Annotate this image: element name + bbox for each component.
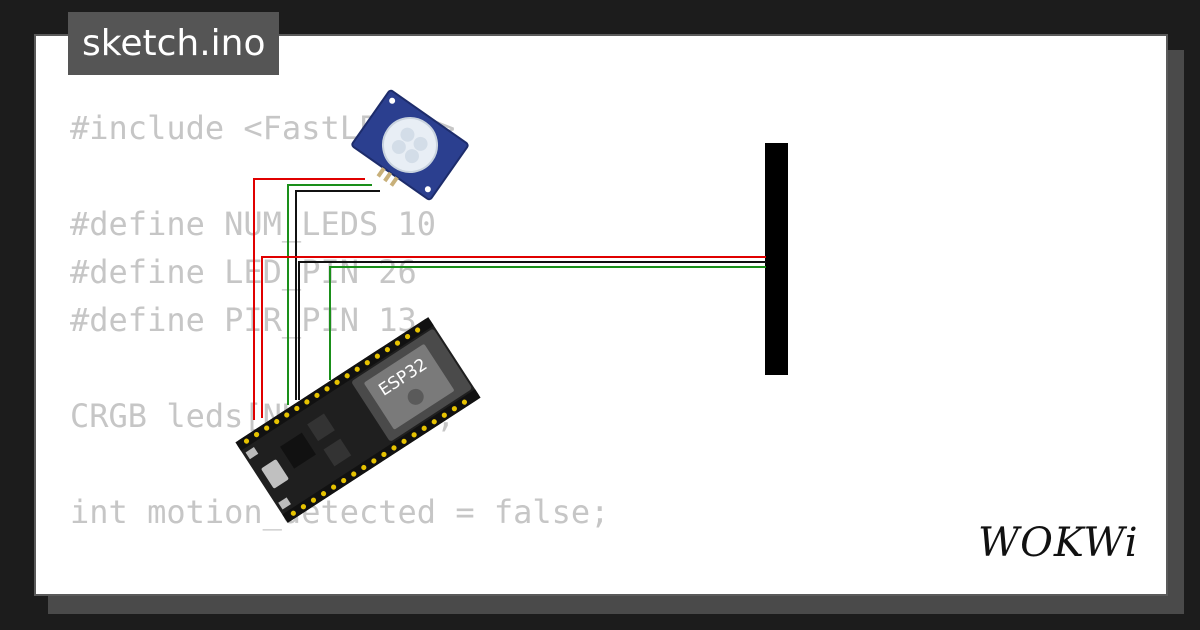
wire-pir-ground[interactable] xyxy=(295,190,380,400)
code-line: #define NUM_LEDS 10 xyxy=(70,205,437,243)
code-line: #define LED_PIN 26 xyxy=(70,253,417,291)
file-tab[interactable]: sketch.ino xyxy=(68,12,280,75)
wire-pir-signal[interactable] xyxy=(287,184,372,405)
wire-pir-power[interactable] xyxy=(253,178,365,420)
wire-strip-data[interactable] xyxy=(329,266,766,380)
wokwi-logo: WOKWi xyxy=(978,520,1139,566)
led-strip[interactable] xyxy=(765,143,788,375)
wire-strip-power[interactable] xyxy=(261,256,766,418)
wire-strip-ground[interactable] xyxy=(298,261,766,400)
pir-motion-sensor[interactable] xyxy=(345,89,469,209)
code-line: #define PIR_PIN 13 xyxy=(70,301,417,339)
code-line: void setup() { xyxy=(70,584,609,594)
esp32-board[interactable]: ESP32 xyxy=(235,317,481,523)
